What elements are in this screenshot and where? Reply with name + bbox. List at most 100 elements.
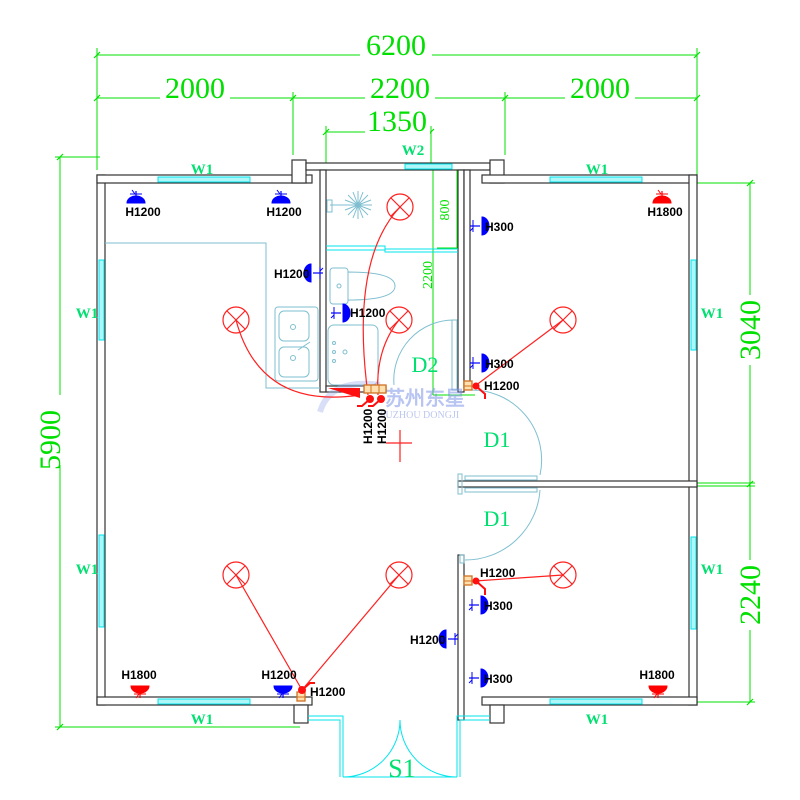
socket-height-label: H1200 [410, 633, 446, 647]
kitchen-counter [105, 242, 320, 389]
socket-high-icon [652, 189, 672, 204]
dim-middle-bay: 2200 [370, 72, 430, 105]
socket-height-label: H1200 [261, 668, 297, 682]
socket-height-label: H300 [485, 357, 514, 371]
wire-living-light-2 [301, 574, 400, 691]
switch-icon [463, 575, 486, 595]
wash-basin [327, 324, 379, 386]
window-label: W1 [76, 562, 99, 578]
ceiling-light-icon [222, 561, 250, 589]
shower-head-icon [326, 191, 372, 219]
walls [96, 159, 698, 724]
socket-low-icon [330, 303, 351, 323]
window-label: W1 [191, 712, 214, 728]
socket-height-label: H1200 [361, 408, 375, 444]
wire-bath-light [362, 206, 401, 396]
socket-height-label: H1200 [310, 685, 346, 699]
ceiling-light-icon [385, 561, 413, 589]
switch-icon [463, 380, 486, 399]
socket-height-label: H300 [484, 599, 513, 613]
dim-right-lower: 2240 [734, 565, 767, 625]
socket-height-label: H1800 [647, 205, 683, 219]
socket-height-label: H1800 [639, 668, 675, 682]
door-labels: D2 D1 D1 S1 [388, 352, 510, 783]
socket-height-label: H1200 [274, 267, 310, 281]
window-label: W1 [701, 562, 724, 578]
wire-bedroom2-light [474, 574, 564, 582]
door-swing-d2 [393, 319, 456, 386]
window-labels: W1 W2 W1 W1 W1 W1 W1 W1 W1 [76, 143, 724, 728]
socket-height-label: H300 [484, 672, 513, 686]
socket-height-label: H1800 [121, 668, 157, 682]
socket-high-icon [130, 685, 150, 699]
socket-height-label: H1200 [125, 205, 161, 219]
fixtures [105, 191, 543, 778]
window-top-bath [404, 163, 453, 170]
ceiling-light-icon [386, 193, 414, 221]
dim-bath-800: 800 [438, 200, 453, 221]
door-swing-d1-upper [469, 389, 543, 476]
socket-high-icon [648, 685, 668, 699]
window-top-right [549, 176, 643, 183]
ceiling-light-icon [549, 561, 577, 589]
ceiling-light-icon [222, 306, 250, 334]
kitchen-sink [274, 306, 319, 382]
ceiling-lights [222, 193, 577, 589]
wire-kitchen-light [235, 319, 361, 398]
door-label-d1-upper: D1 [484, 427, 511, 452]
window-label: W1 [701, 306, 724, 322]
socket-low-icon [271, 189, 291, 204]
watermark-en: SUZHOU DONGJI [380, 410, 459, 421]
windows [98, 163, 697, 705]
wire-living-light-1 [235, 574, 303, 691]
toilet [329, 267, 396, 305]
window-right-lower [690, 536, 697, 630]
socket-height-label: H1200 [484, 379, 520, 393]
entrance-door-s1 [308, 715, 490, 778]
socket-low-icon [126, 189, 146, 204]
window-top-left [157, 176, 251, 183]
ceiling-light-icon [385, 306, 413, 334]
dim-right-bay: 2000 [570, 72, 630, 105]
dim-left-bay: 2000 [165, 72, 225, 105]
wire-bath-basin-light [377, 319, 400, 396]
window-label: W1 [191, 162, 214, 178]
sockets: H1200 H1200 H1200 H1200 H300 H1800 H300 … [121, 189, 683, 702]
center-marker-icon [386, 430, 412, 462]
door-label-d1-lower: D1 [484, 506, 511, 531]
window-label: W1 [586, 162, 609, 178]
window-bottom-left [157, 698, 251, 705]
socket-height-label: H1200 [480, 566, 516, 580]
socket-height-label: H1200 [350, 306, 386, 320]
window-bottom-right [549, 698, 643, 705]
door-label-d2: D2 [412, 352, 439, 377]
dim-bath-2200: 2200 [421, 261, 436, 289]
dim-overall-depth: 5900 [34, 410, 67, 470]
switch-icon [357, 384, 387, 407]
switch-icon [296, 682, 315, 702]
door-label-s1: S1 [388, 754, 415, 783]
socket-height-label: H300 [485, 220, 514, 234]
window-label: W1 [586, 712, 609, 728]
ceiling-light-icon [549, 306, 577, 334]
window-left-lower [98, 534, 105, 628]
socket-height-label: H1200 [375, 408, 389, 444]
light-wiring [235, 206, 564, 691]
dim-right-upper: 3040 [734, 300, 767, 360]
door-swing-d1-lower [464, 489, 541, 561]
window-label: W1 [76, 306, 99, 322]
watermark-cn: 苏州东星 [385, 386, 465, 410]
shower-screen [326, 245, 458, 250]
watermark: 苏州东星 SUZHOU DONGJI [317, 380, 465, 421]
window-left-upper [98, 259, 105, 341]
window-right-upper [690, 259, 697, 351]
socket-low-icon [273, 685, 293, 699]
window-label: W2 [402, 143, 425, 159]
dim-bath-window: 1350 [367, 105, 427, 138]
wire-bedroom1-light [474, 319, 564, 387]
socket-height-label: H1200 [266, 205, 302, 219]
dim-overall-width: 6200 [366, 29, 426, 62]
dimension-labels: 6200 2000 2200 2000 1350 5900 3040 2240 … [34, 29, 767, 630]
wall-marker [328, 388, 360, 398]
